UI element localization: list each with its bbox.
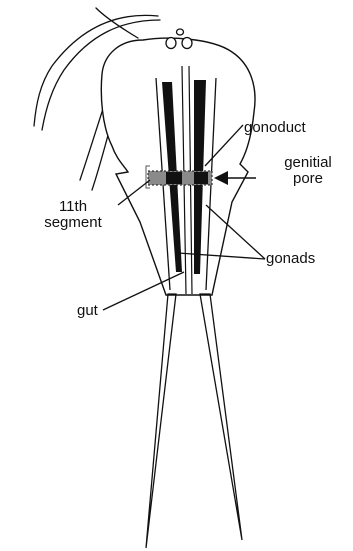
label-genitial-pore-line1: genitial [270, 155, 346, 171]
genital-pore-band [148, 171, 212, 185]
eye-spot-left [166, 38, 176, 49]
label-gut: gut [77, 303, 98, 319]
label-genitial-pore: genitial pore [270, 155, 346, 187]
eye-spot-top [177, 29, 184, 35]
label-genitial-pore-line2: pore [270, 171, 346, 187]
furcal-rami [146, 294, 242, 548]
ramus-right [200, 294, 242, 540]
label-gonoduct: gonoduct [244, 120, 306, 136]
label-11th-segment-line2: segment [28, 215, 118, 231]
label-gonads: gonads [266, 251, 315, 267]
eye-spot-right [182, 38, 192, 49]
ramus-left [146, 294, 176, 548]
label-11th-segment: 11th segment [28, 199, 118, 231]
label-11th-segment-line1: 11th [28, 199, 118, 215]
